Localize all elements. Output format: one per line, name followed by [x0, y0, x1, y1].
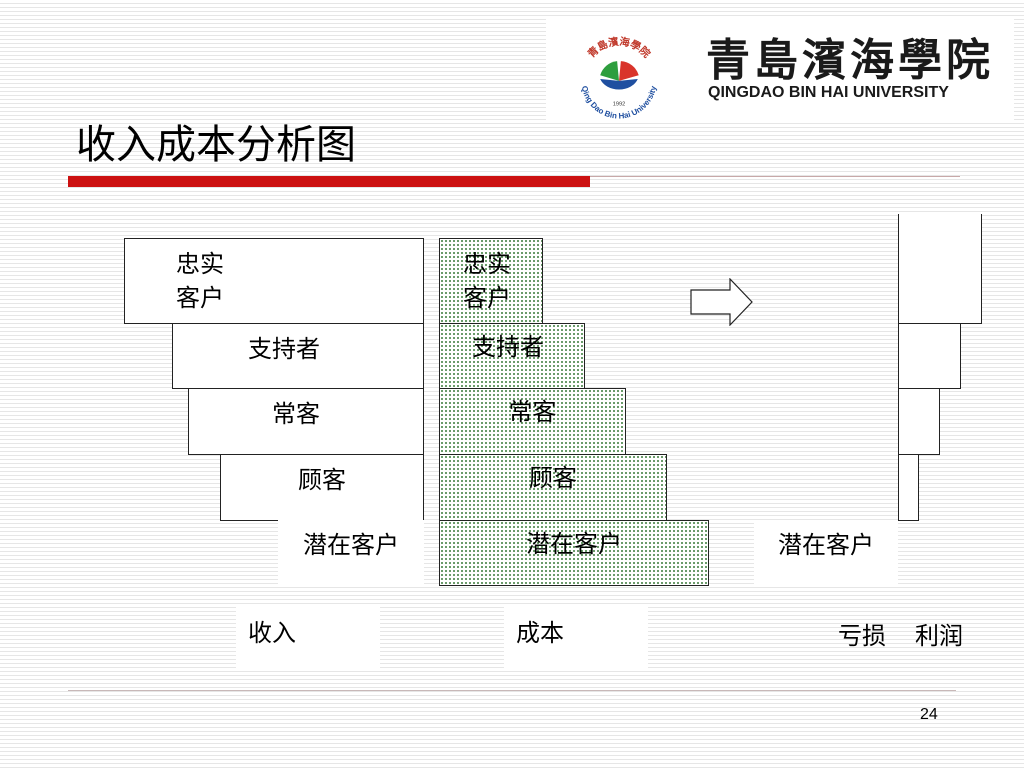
- result-supporter-bar: [898, 323, 961, 389]
- cost-regular-box: 常客: [439, 388, 626, 455]
- footer-divider: [68, 690, 956, 691]
- profit-label: 利润: [915, 622, 963, 650]
- result-regular-bar: [898, 388, 940, 455]
- svg-text:1992: 1992: [613, 101, 626, 107]
- loss-label: 亏损: [838, 622, 886, 650]
- revenue-prospect-box: 潜在客户: [278, 520, 424, 586]
- logo-english-name: QINGDAO BIN HAI UNIVERSITY: [708, 84, 949, 101]
- result-customer-bar: [898, 454, 919, 521]
- revenue-loyal-customer-box: 忠实 客户: [124, 238, 424, 324]
- cost-customer-box: 顾客: [439, 454, 667, 521]
- page-title: 收入成本分析图: [76, 122, 356, 168]
- revenue-supporter-box: 支持者: [172, 323, 424, 389]
- page-number: 24: [920, 706, 938, 723]
- title-underline-red: [68, 176, 590, 187]
- revenue-regular-box: 常客: [188, 388, 424, 455]
- university-emblem-icon: 青島濱海學院 Qing Dao Bin Hai University 1992: [580, 35, 659, 121]
- result-prospect-box: 潜在客户: [754, 520, 898, 586]
- result-top-bar: [898, 214, 982, 324]
- university-logo: 青島濱海學院 Qing Dao Bin Hai University 1992 …: [546, 16, 1014, 121]
- cost-supporter-box: 支持者: [439, 323, 585, 389]
- cost-loyal-customer-box: 忠实 客户: [439, 238, 543, 324]
- cost-label: 成本: [504, 606, 648, 670]
- logo-chinese-name: 青島濱海學院: [706, 35, 994, 86]
- revenue-label: 收入: [236, 606, 380, 670]
- title-underline-thin: [590, 176, 960, 177]
- svg-text:青島濱海學院: 青島濱海學院: [585, 35, 654, 61]
- revenue-customer-box: 顾客: [220, 454, 424, 521]
- cost-prospect-box: 潜在客户: [439, 520, 709, 586]
- right-arrow-icon: [690, 278, 753, 326]
